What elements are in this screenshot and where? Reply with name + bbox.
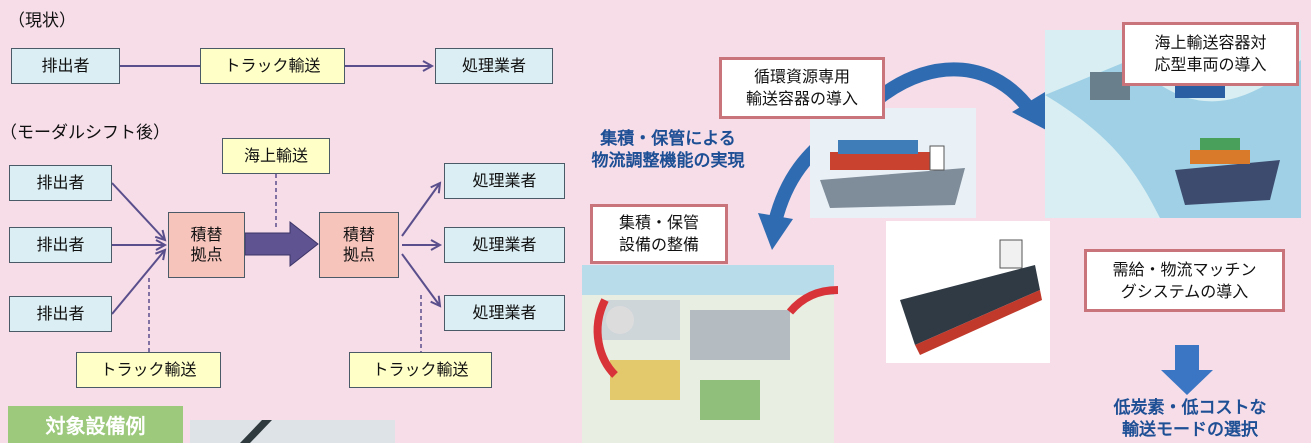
- logistics-function-text: 集積・保管による 物流調整機能の実現: [591, 129, 745, 172]
- truck-left-box: トラック輸送: [76, 352, 221, 388]
- callout-matching: 需給・物流マッチン グシステムの導入: [1084, 249, 1285, 312]
- equipment-photo: [190, 420, 395, 443]
- equipment-badge: 対象設備例: [8, 406, 183, 443]
- processor-box-2: 処理業者: [444, 227, 565, 263]
- modal-heading: （モーダルシフト後）: [0, 123, 170, 143]
- processor-box-1: 処理業者: [444, 163, 565, 199]
- hub-to-hub-arrow: [244, 220, 319, 268]
- emitter-box-2: 排出者: [9, 227, 112, 263]
- current-heading: （現状）: [8, 11, 76, 31]
- callout-container: 循環資源専用 輸送容器の導入: [719, 57, 885, 119]
- processor-line-1: [401, 183, 440, 237]
- emitter-box-3: 排出者: [9, 296, 112, 332]
- low-carbon-result-text: 低炭素・低コストな 輸送モードの選択: [1113, 398, 1267, 441]
- tanker-ship-image: [886, 221, 1050, 363]
- truck-right-box: トラック輸送: [349, 352, 492, 388]
- emitter-box-1: 排出者: [9, 165, 112, 201]
- current-processor-box: 処理業者: [435, 48, 553, 84]
- emitter-line-3: [111, 250, 165, 315]
- emitter-line-1: [111, 182, 165, 240]
- hub-right-box: 積替 拠点: [319, 212, 399, 278]
- callout-storage: 集積・保管 設備の整備: [590, 204, 728, 264]
- hub-left-box: 積替 拠点: [168, 212, 245, 278]
- processor-box-3: 処理業者: [444, 295, 565, 331]
- curved-arrow-left-head: [758, 213, 793, 250]
- curved-arrow-top-head: [1012, 92, 1050, 132]
- current-emitter-box: 排出者: [11, 48, 120, 84]
- container-ship-image: [810, 108, 976, 218]
- curved-arrow-top: [875, 62, 1036, 115]
- down-arrow: [1161, 345, 1213, 395]
- storage-facility-image: [582, 265, 839, 443]
- processor-line-3: [401, 253, 440, 306]
- sea-transport-box: 海上輸送: [222, 138, 330, 174]
- current-truck-box: トラック輸送: [200, 48, 345, 84]
- callout-vehicle: 海上輸送容器対 応型車両の導入: [1122, 22, 1299, 86]
